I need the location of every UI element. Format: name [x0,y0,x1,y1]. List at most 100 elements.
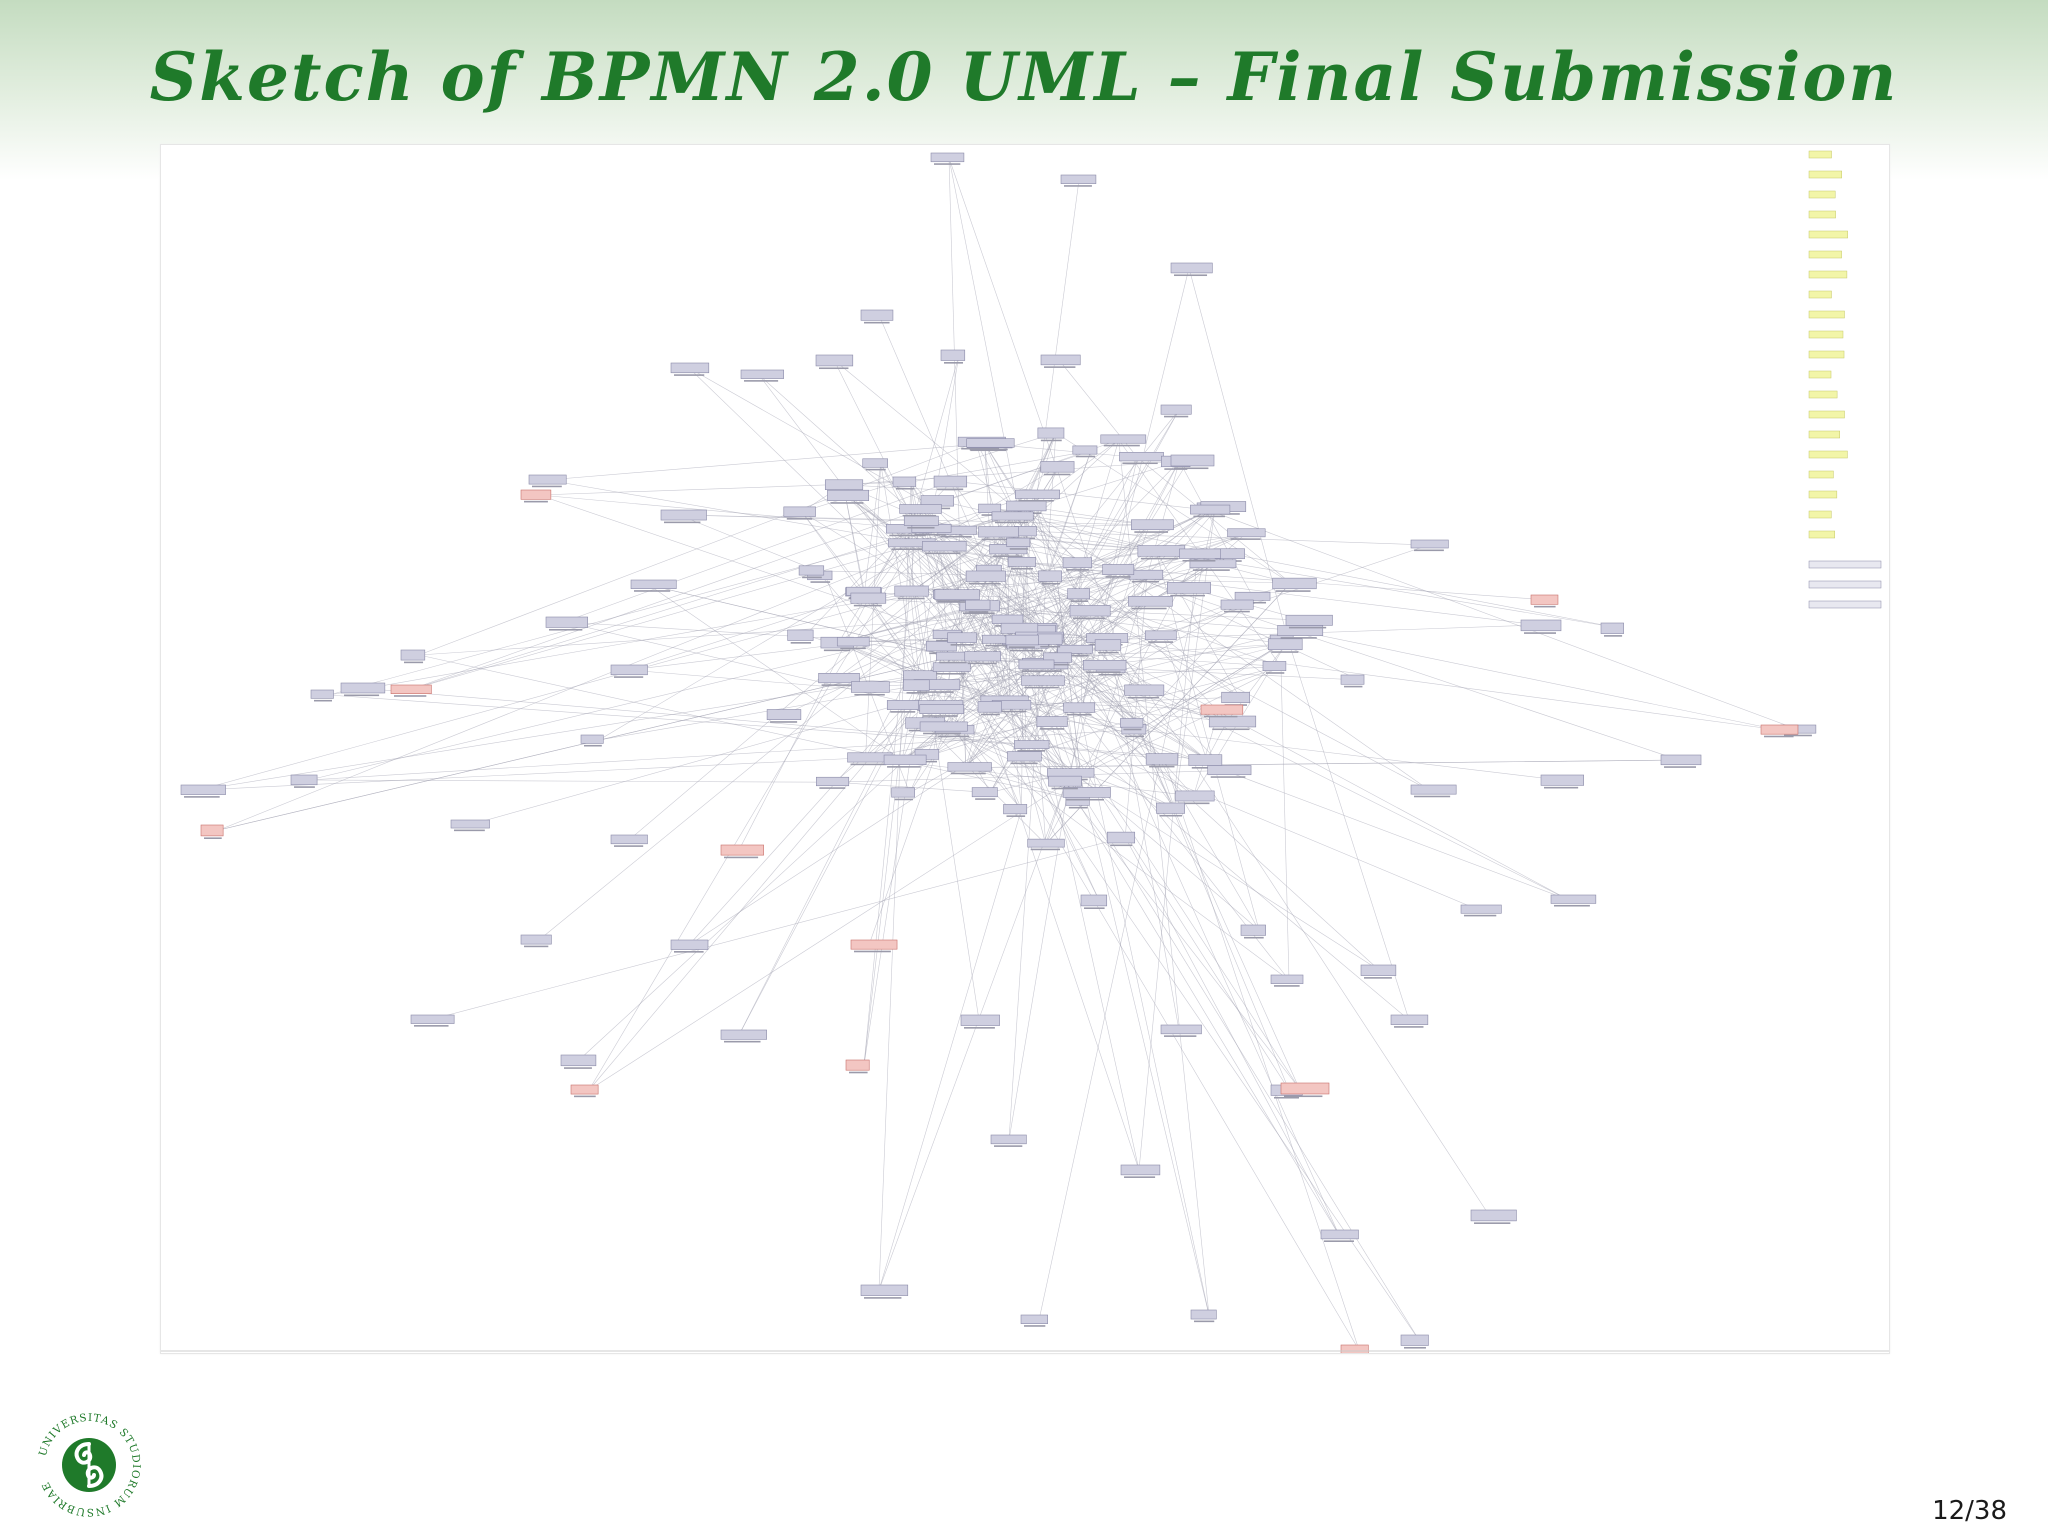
association-edge [1033,494,1210,1316]
association-edge [418,654,1084,802]
uml-class-box [740,369,784,382]
association-edge [1118,439,1210,1316]
association-edge [863,684,922,1066]
association-edge [1155,550,1240,698]
uml-class-box [1600,622,1624,637]
association-edge [1208,509,1800,731]
association-edge [910,481,1139,724]
uml-class-box [978,503,1002,516]
uml-class-box [670,939,709,953]
association-edge [628,642,856,671]
uml-class-box [1167,582,1211,597]
legend-entry [1808,450,1848,459]
association-edge [863,509,918,1066]
association-edge [931,684,1380,971]
uml-class-box [1106,831,1136,847]
uml-class-box [1063,702,1096,716]
legend-entry [1808,330,1844,339]
uml-class-box [1043,652,1072,666]
uml-class-box [886,700,919,713]
uml-class-box [836,637,870,650]
uml-class-box [1060,174,1097,187]
association-edge [1083,461,1180,802]
uml-class-box [1120,1164,1161,1178]
legend-entry [1808,490,1838,499]
association-edge [985,444,1490,1216]
association-edge [688,635,1164,946]
association-edge [1025,666,1282,757]
association-edge [538,494,1156,551]
uml-class-box [340,682,386,697]
uml-class-box [1410,539,1449,552]
uml-class-box [966,438,1015,451]
uml-class-box [899,504,942,517]
uml-class-box [850,592,887,607]
association-edge [1139,639,1289,730]
external-class-box [1200,704,1244,718]
uml-class-box [1037,427,1065,442]
association-edge [1080,792,1420,1341]
legend-entry [1808,390,1838,399]
association-edge [648,584,955,658]
association-edge [328,694,1033,746]
external-class-box [1760,724,1799,738]
association-edge [845,494,1036,631]
uml-class-box [1285,614,1333,629]
uml-class-box [930,152,965,165]
uml-class-box [860,309,894,324]
uml-class-box [545,616,588,631]
association-edge [965,610,1089,768]
association-edge [833,359,1082,563]
uml-class-box [1040,354,1081,368]
association-edge [588,684,933,1091]
association-edge [1163,758,1360,1351]
uml-class-box [1160,1024,1202,1037]
uml-class-box [1267,638,1303,653]
uml-class-box [1094,639,1122,654]
association-edge [948,157,1026,544]
association-edge [418,610,1089,656]
association-edge [912,574,1148,592]
association-edge [308,729,1140,781]
uml-class-box [1065,795,1090,809]
uml-class-box [1062,787,1111,801]
uml-class-box [787,629,814,644]
uml-class-box [947,762,992,775]
uml-class-box [1144,630,1177,643]
association-edge [834,781,991,793]
uml-class-box [1410,784,1457,798]
uml-class-box [720,1029,767,1043]
association-edge [996,508,1620,629]
uml-class-box [610,664,648,678]
uml-diagram-canvas [161,150,1889,1353]
association-edge [838,553,1198,643]
uml-class-box [922,541,967,555]
association-edge [1081,707,1194,797]
legend-entry [1808,310,1845,319]
external-class-box [390,684,432,697]
uml-class-box [1170,454,1215,470]
association-edge [1008,432,1057,1141]
legend-entry [1808,290,1832,299]
uml-class-box [1270,974,1304,987]
uml-class-box [1340,674,1365,688]
uml-class-box [1145,753,1179,768]
association-edge [563,480,953,623]
legend-entry [1808,430,1840,439]
association-edge [1065,666,1282,774]
legend-entry [1808,530,1836,539]
association-edge [951,667,1570,901]
uml-class-box [1015,489,1060,502]
association-edge [922,520,1430,791]
legend-entry [1808,190,1836,199]
uml-class-box [1540,774,1584,789]
association-edge [940,546,1085,802]
association-edge [932,707,1082,755]
uml-class-box [1038,570,1062,585]
uml-class-box [1057,644,1093,657]
uml-class-box [827,489,870,504]
uml-class-box [1550,894,1597,907]
association-edge [563,621,1281,667]
uml-class-box [894,585,929,600]
uml-class-box [1020,1314,1048,1327]
